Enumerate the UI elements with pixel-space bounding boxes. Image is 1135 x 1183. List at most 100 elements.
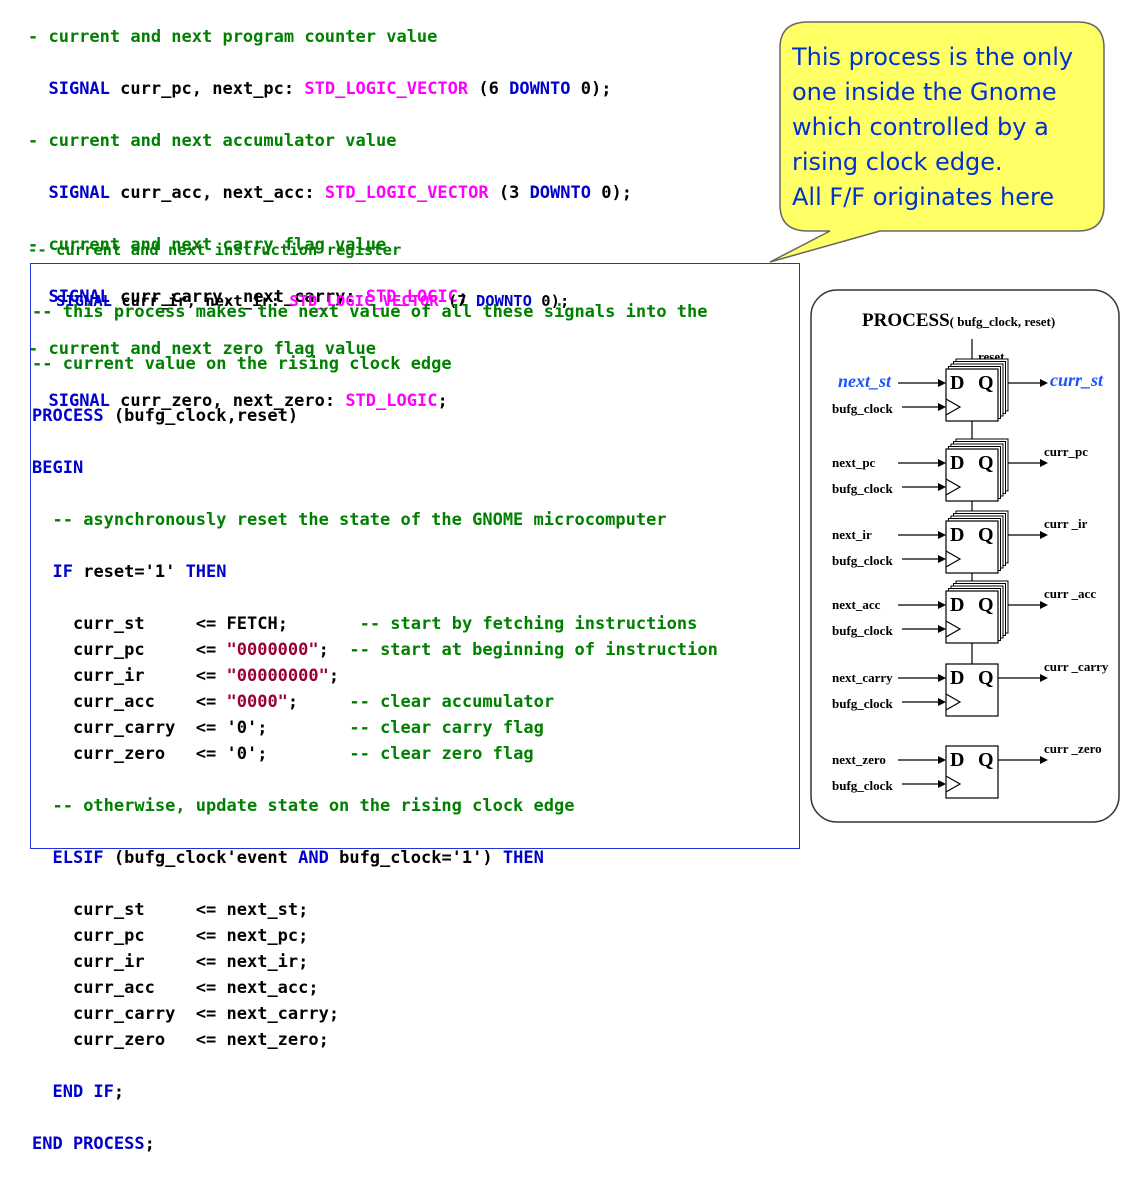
d-pin-label: D	[950, 667, 964, 689]
q-pin-label: Q	[978, 749, 994, 771]
update-assignments: curr_st <= next_st; curr_pc <= next_pc; …	[32, 897, 718, 1053]
update-assignment-line: curr_acc <= next_acc;	[72, 978, 319, 998]
reset-assignment-line: curr_pc <= "0000000"; -- start at beginn…	[72, 640, 718, 660]
d-pin-label: D	[950, 524, 964, 546]
q-pin-label: Q	[978, 594, 994, 616]
comment-line: -- current value on the rising clock edg…	[32, 354, 452, 374]
flipflop-box	[945, 368, 999, 422]
q-output-label: curr _ir	[1044, 516, 1088, 531]
comment-line: - current and next accumulator value	[28, 131, 397, 151]
d-input-arrowhead	[938, 756, 946, 764]
comment-line: - current and next program counter value	[28, 27, 438, 47]
flipflop-box	[945, 520, 999, 574]
reset-assignment-line: curr_zero <= '0'; -- clear zero flag	[72, 744, 534, 764]
if-line: IF reset='1' THEN	[52, 562, 227, 582]
q-pin-label: Q	[978, 372, 994, 394]
comment-line: -- this process makes the next value of …	[32, 302, 708, 322]
process-line: PROCESS (bufg_clock,reset)	[32, 406, 299, 426]
clock-input-label: bufg_clock	[832, 696, 893, 711]
clock-input-arrowhead	[938, 698, 946, 706]
reset-assignment-line: curr_st <= FETCH; -- start by fetching i…	[72, 614, 698, 634]
q-output-arrowhead	[1040, 756, 1048, 764]
clock-input-label: bufg_clock	[832, 401, 893, 416]
process-code: -- this process makes the next value of …	[32, 273, 718, 1183]
q-output-arrowhead	[1040, 459, 1048, 467]
q-output-label: curr_pc	[1044, 444, 1088, 459]
d-input-arrowhead	[938, 674, 946, 682]
signal-decl-line: SIGNAL curr_carry, next_carry: STD_LOGIC…	[48, 287, 469, 307]
d-pin-label: D	[950, 749, 964, 771]
clock-input-label: bufg_clock	[832, 778, 893, 793]
q-output-label: curr _carry	[1044, 659, 1109, 674]
callout-text: This process is the only one inside the …	[792, 40, 1102, 215]
clock-triangle	[945, 693, 962, 711]
d-input-arrowhead	[938, 531, 946, 539]
signal-decl-line: SIGNAL curr_acc, next_acc: STD_LOGIC_VEC…	[48, 183, 632, 203]
clock-input-label: bufg_clock	[832, 623, 893, 638]
signal-decl-line: SIGNAL curr_zero, next_zero: STD_LOGIC;	[48, 391, 448, 411]
update-assignment-line: curr_carry <= next_carry;	[72, 1004, 340, 1024]
d-input-arrowhead	[938, 379, 946, 387]
reset-assignments: curr_st <= FETCH; -- start by fetching i…	[32, 611, 718, 767]
q-pin-label: Q	[978, 667, 994, 689]
clock-triangle	[945, 775, 962, 793]
clock-input-arrowhead	[938, 483, 946, 491]
update-assignment-line: curr_zero <= next_zero;	[72, 1030, 329, 1050]
callout-line: All F/F originates here	[792, 183, 1055, 211]
begin-line: BEGIN	[32, 458, 84, 478]
comment-line: -- otherwise, update state on the rising…	[52, 796, 575, 816]
comment-line: - current and next zero flag value	[28, 339, 376, 359]
flipflop-box	[945, 448, 999, 502]
signal-decl-line: SIGNAL curr_pc, next_pc: STD_LOGIC_VECTO…	[48, 79, 612, 99]
reset-assignment-line: curr_acc <= "0000"; -- clear accumulator	[72, 692, 555, 712]
elsif-line: ELSIF (bufg_clock'event AND bufg_clock='…	[52, 848, 544, 868]
callout-line: which controlled by a	[792, 113, 1049, 141]
q-output-label: curr _zero	[1044, 741, 1102, 756]
diagram-title: PROCESS( bufg_clock, reset)	[862, 310, 1055, 331]
d-input-label: next_ir	[832, 527, 872, 542]
q-pin-label: Q	[978, 524, 994, 546]
clock-input-label: bufg_clock	[832, 553, 893, 568]
reset-assignment-line: curr_ir <= "00000000";	[72, 666, 340, 686]
end-if-line: END IF;	[52, 1082, 125, 1102]
callout-line: one inside the Gnome	[792, 78, 1057, 106]
flipflop-box	[945, 745, 999, 799]
callout-bubble	[769, 21, 1105, 263]
q-output-label: curr_st	[1050, 370, 1104, 390]
update-assignment-line: curr_ir <= next_ir;	[72, 952, 309, 972]
comment-line: -- current and next instruction register	[28, 241, 402, 259]
d-pin-label: D	[950, 372, 964, 394]
process-code-box	[30, 263, 800, 849]
clock-triangle	[945, 398, 962, 416]
clock-triangle	[945, 478, 962, 496]
d-input-label: next_acc	[832, 597, 881, 612]
q-output-arrowhead	[1040, 601, 1048, 609]
d-pin-label: D	[950, 594, 964, 616]
signal-declarations: - current and next program counter value…	[28, 0, 632, 440]
q-output-arrowhead	[1040, 531, 1048, 539]
flipflop-box	[945, 663, 999, 717]
d-input-label: next_st	[838, 371, 892, 391]
end-process-line: END PROCESS;	[32, 1134, 155, 1154]
comment-line: -- asynchronously reset the state of the…	[52, 510, 667, 530]
reset-assignment-line: curr_carry <= '0'; -- clear carry flag	[72, 718, 544, 738]
callout-line: rising clock edge.	[792, 148, 1003, 176]
d-input-label: next_zero	[832, 752, 886, 767]
clock-input-arrowhead	[938, 403, 946, 411]
q-output-arrowhead	[1040, 674, 1048, 682]
clock-input-arrowhead	[938, 555, 946, 563]
d-pin-label: D	[950, 452, 964, 474]
clock-triangle	[945, 550, 962, 568]
comment-line: - current and next carry flag value	[28, 235, 387, 255]
clock-input-arrowhead	[938, 625, 946, 633]
clock-input-label: bufg_clock	[832, 481, 893, 496]
update-assignment-line: curr_pc <= next_pc;	[72, 926, 309, 946]
ir-declarations: -- current and next instruction register…	[28, 211, 569, 340]
callout-line: This process is the only	[792, 43, 1074, 71]
signal-decl-line: SIGNAL curr_ir, next_ir: STD_LOGIC_VECTO…	[56, 292, 570, 310]
d-input-arrowhead	[938, 601, 946, 609]
q-output-arrowhead	[1040, 379, 1048, 387]
d-input-arrowhead	[938, 459, 946, 467]
